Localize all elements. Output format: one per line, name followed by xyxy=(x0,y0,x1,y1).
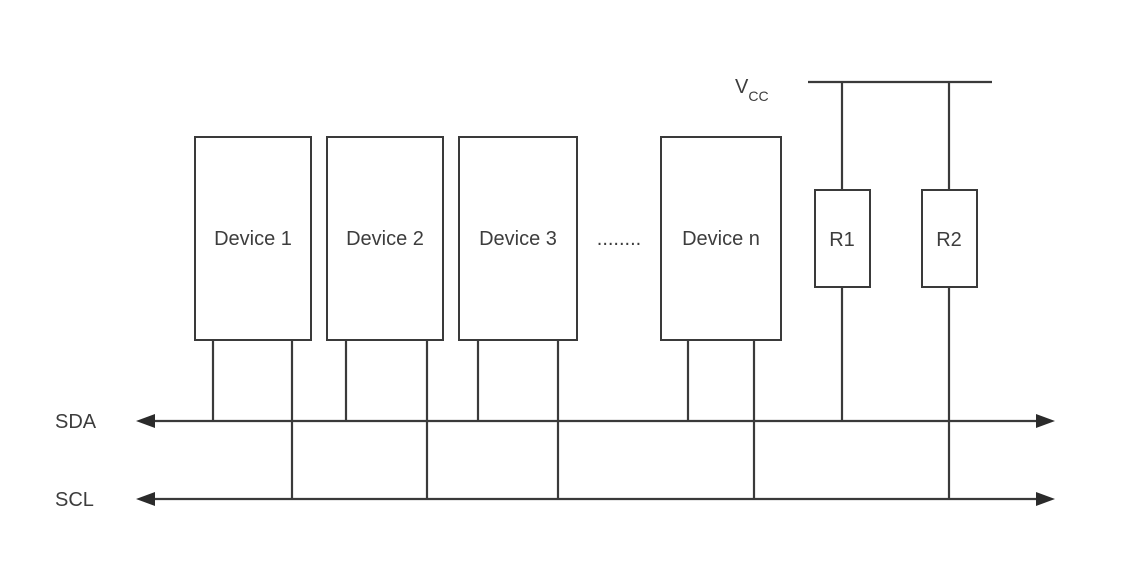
device-ellipsis: ........ xyxy=(597,228,641,250)
scl-left-arrowhead xyxy=(136,492,155,506)
scl-label: SCL xyxy=(55,489,94,511)
device-3-body xyxy=(458,136,578,341)
device-2-body xyxy=(326,136,444,341)
resistor-r2-body xyxy=(921,189,978,288)
device-n: Device n xyxy=(660,136,782,341)
resistor-r1-body xyxy=(814,189,871,288)
resistor-r1: R1 xyxy=(814,189,871,288)
device-3-label: Device 3 xyxy=(479,228,557,250)
device-1: Device 1 xyxy=(194,136,312,341)
device-n-label: Device n xyxy=(682,228,760,250)
sda-left-arrowhead xyxy=(136,414,155,428)
vcc-label: VCC xyxy=(735,76,769,104)
device-1-body xyxy=(194,136,312,341)
resistor-r1-label: R1 xyxy=(829,229,855,251)
device-2: Device 2 xyxy=(326,136,444,341)
device-3: Device 3 xyxy=(458,136,578,341)
resistor-r2-label: R2 xyxy=(936,229,962,251)
sda-label: SDA xyxy=(55,411,97,433)
sda-right-arrowhead xyxy=(1036,414,1055,428)
device-1-label: Device 1 xyxy=(214,228,292,250)
device-2-label: Device 2 xyxy=(346,228,424,250)
resistor-r2: R2 xyxy=(921,189,978,288)
vcc-label-sub: CC xyxy=(748,88,768,104)
vcc-label-main: V xyxy=(735,76,749,98)
scl-right-arrowhead xyxy=(1036,492,1055,506)
device-n-body xyxy=(660,136,782,341)
